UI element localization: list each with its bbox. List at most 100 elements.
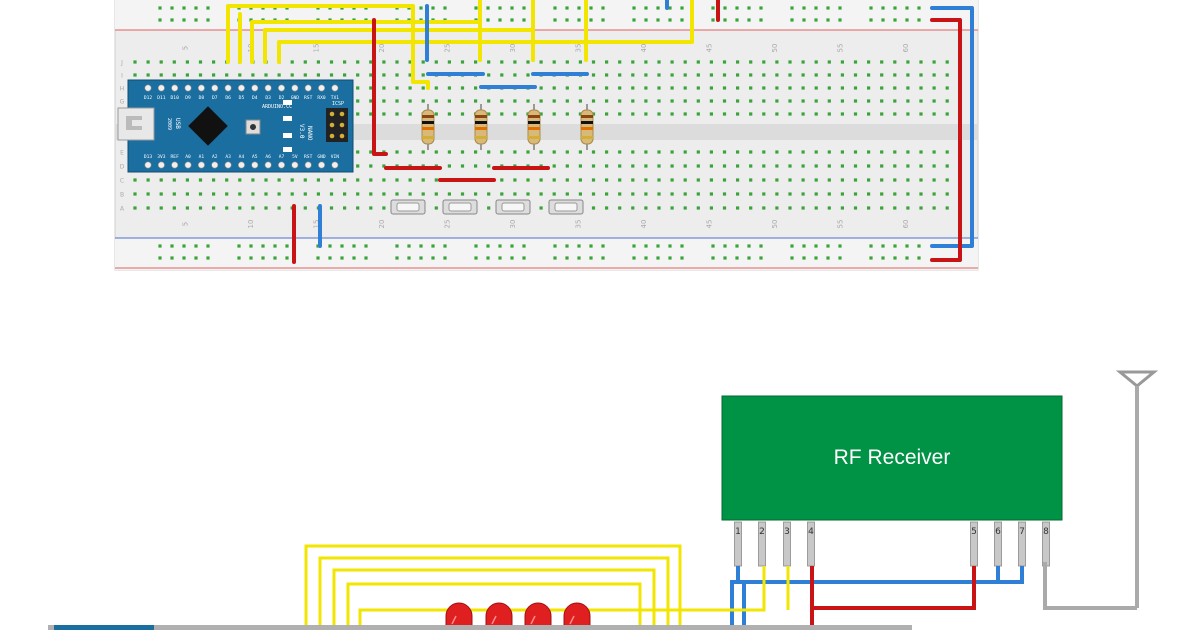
breadboard-hole [788, 99, 792, 103]
breadboard-hole [198, 192, 203, 196]
arduino-pin [264, 84, 272, 92]
rail-hole [522, 6, 526, 10]
rail-hole [261, 256, 265, 260]
breadboard-hole [644, 192, 648, 196]
rail-hole [644, 256, 648, 260]
antenna [1115, 370, 1159, 608]
rail-hole [735, 244, 739, 248]
breadboard-hole [159, 206, 163, 210]
breadboard-hole [893, 192, 897, 196]
breadboard-hole [539, 60, 543, 64]
breadboard-hole [421, 192, 425, 196]
rail-hole [170, 244, 174, 248]
breadboard-hole [867, 178, 871, 182]
breadboard-hole [526, 178, 530, 182]
breadboard-hole [277, 178, 281, 182]
breadboard-hole [605, 112, 609, 116]
breadboard-hole [644, 60, 648, 64]
breadboard-hole [618, 178, 622, 182]
breadboard-hole [722, 178, 727, 182]
breadboard-hole [343, 178, 347, 182]
breadboard-hole [212, 192, 216, 196]
rail-hole [723, 256, 727, 260]
breadboard-hole [709, 60, 713, 64]
breadboard-hole [696, 178, 700, 182]
breadboard-hole [657, 112, 661, 116]
breadboard-hole [408, 86, 412, 90]
breadboard-hole [395, 150, 399, 154]
yellow-wire-led-3 [332, 568, 656, 630]
breadboard-hole [487, 192, 491, 196]
rail-hole [790, 18, 794, 22]
breadboard-hole [500, 99, 504, 103]
yellow-wire-led-1 [304, 544, 682, 630]
bottom-power-rail [115, 238, 978, 270]
breadboard-hole [788, 192, 792, 196]
breadboard-hole [696, 99, 700, 103]
breadboard-hole [853, 60, 858, 64]
rf-pin-number: 8 [1043, 527, 1049, 537]
breadboard-hole [605, 206, 609, 210]
rail-hole [869, 18, 873, 22]
breadboard-hole [762, 99, 766, 103]
breadboard-hole [565, 164, 569, 168]
arduino-pin-label: RST [304, 95, 313, 101]
breadboard-hole [919, 192, 923, 196]
rf-pin-number: 7 [1019, 527, 1025, 537]
breadboard-hole [159, 178, 163, 182]
arduino-pin-label: D13 [144, 154, 153, 160]
breadboard-hole [356, 99, 360, 103]
breadboard-hole [906, 164, 910, 168]
breadboard-hole [421, 99, 425, 103]
breadboard-hole [474, 60, 478, 64]
antenna-icon [1115, 370, 1159, 388]
breadboard-hole [356, 150, 360, 154]
breadboard-hole [172, 206, 176, 210]
breadboard-hole [198, 73, 203, 77]
breadboard-hole [906, 206, 910, 210]
rail-hole [474, 256, 478, 260]
rail-hole [364, 256, 368, 260]
breadboard-hole [867, 112, 871, 116]
breadboard-hole [827, 192, 831, 196]
breadboard-hole [736, 99, 740, 103]
breadboard-hole [932, 99, 936, 103]
rail-hole [182, 244, 186, 248]
arduino-pin [211, 84, 219, 92]
bottom-board-edge [48, 625, 912, 630]
rail-hole [261, 244, 265, 248]
breadboard-hole [906, 178, 910, 182]
breadboard-hole [474, 86, 478, 90]
breadboard-hole [343, 60, 347, 64]
breadboard-hole [618, 99, 622, 103]
rail-hole [553, 6, 557, 10]
breadboard-hole [133, 73, 137, 77]
arduino-pin-label: A5 [252, 154, 258, 160]
breadboard-hole [827, 73, 831, 77]
breadboard-hole [212, 73, 216, 77]
breadboard-hole [395, 192, 399, 196]
rail-hole [802, 6, 806, 10]
breadboard-hole [408, 150, 412, 154]
rail-hole [826, 244, 830, 248]
breadboard-hole [212, 178, 216, 182]
column-number: 35 [574, 44, 582, 53]
breadboard-hole [172, 192, 176, 196]
rail-hole [893, 18, 897, 22]
breadboard-hole [670, 99, 674, 103]
breadboard-hole [670, 206, 674, 210]
rail-hole [419, 6, 423, 10]
rail-hole [881, 244, 885, 248]
breadboard-hole [775, 150, 779, 154]
breadboard-hole [670, 112, 674, 116]
rail-hole [589, 256, 593, 260]
breadboard-hole [185, 60, 189, 64]
breadboard-hole [840, 112, 844, 116]
rail-hole [158, 244, 162, 248]
breadboard-hole [801, 150, 805, 154]
rail-hole [747, 6, 751, 10]
breadboard-hole [146, 178, 150, 182]
breadboard-hole [487, 206, 491, 210]
antenna-wire [1043, 562, 1137, 610]
